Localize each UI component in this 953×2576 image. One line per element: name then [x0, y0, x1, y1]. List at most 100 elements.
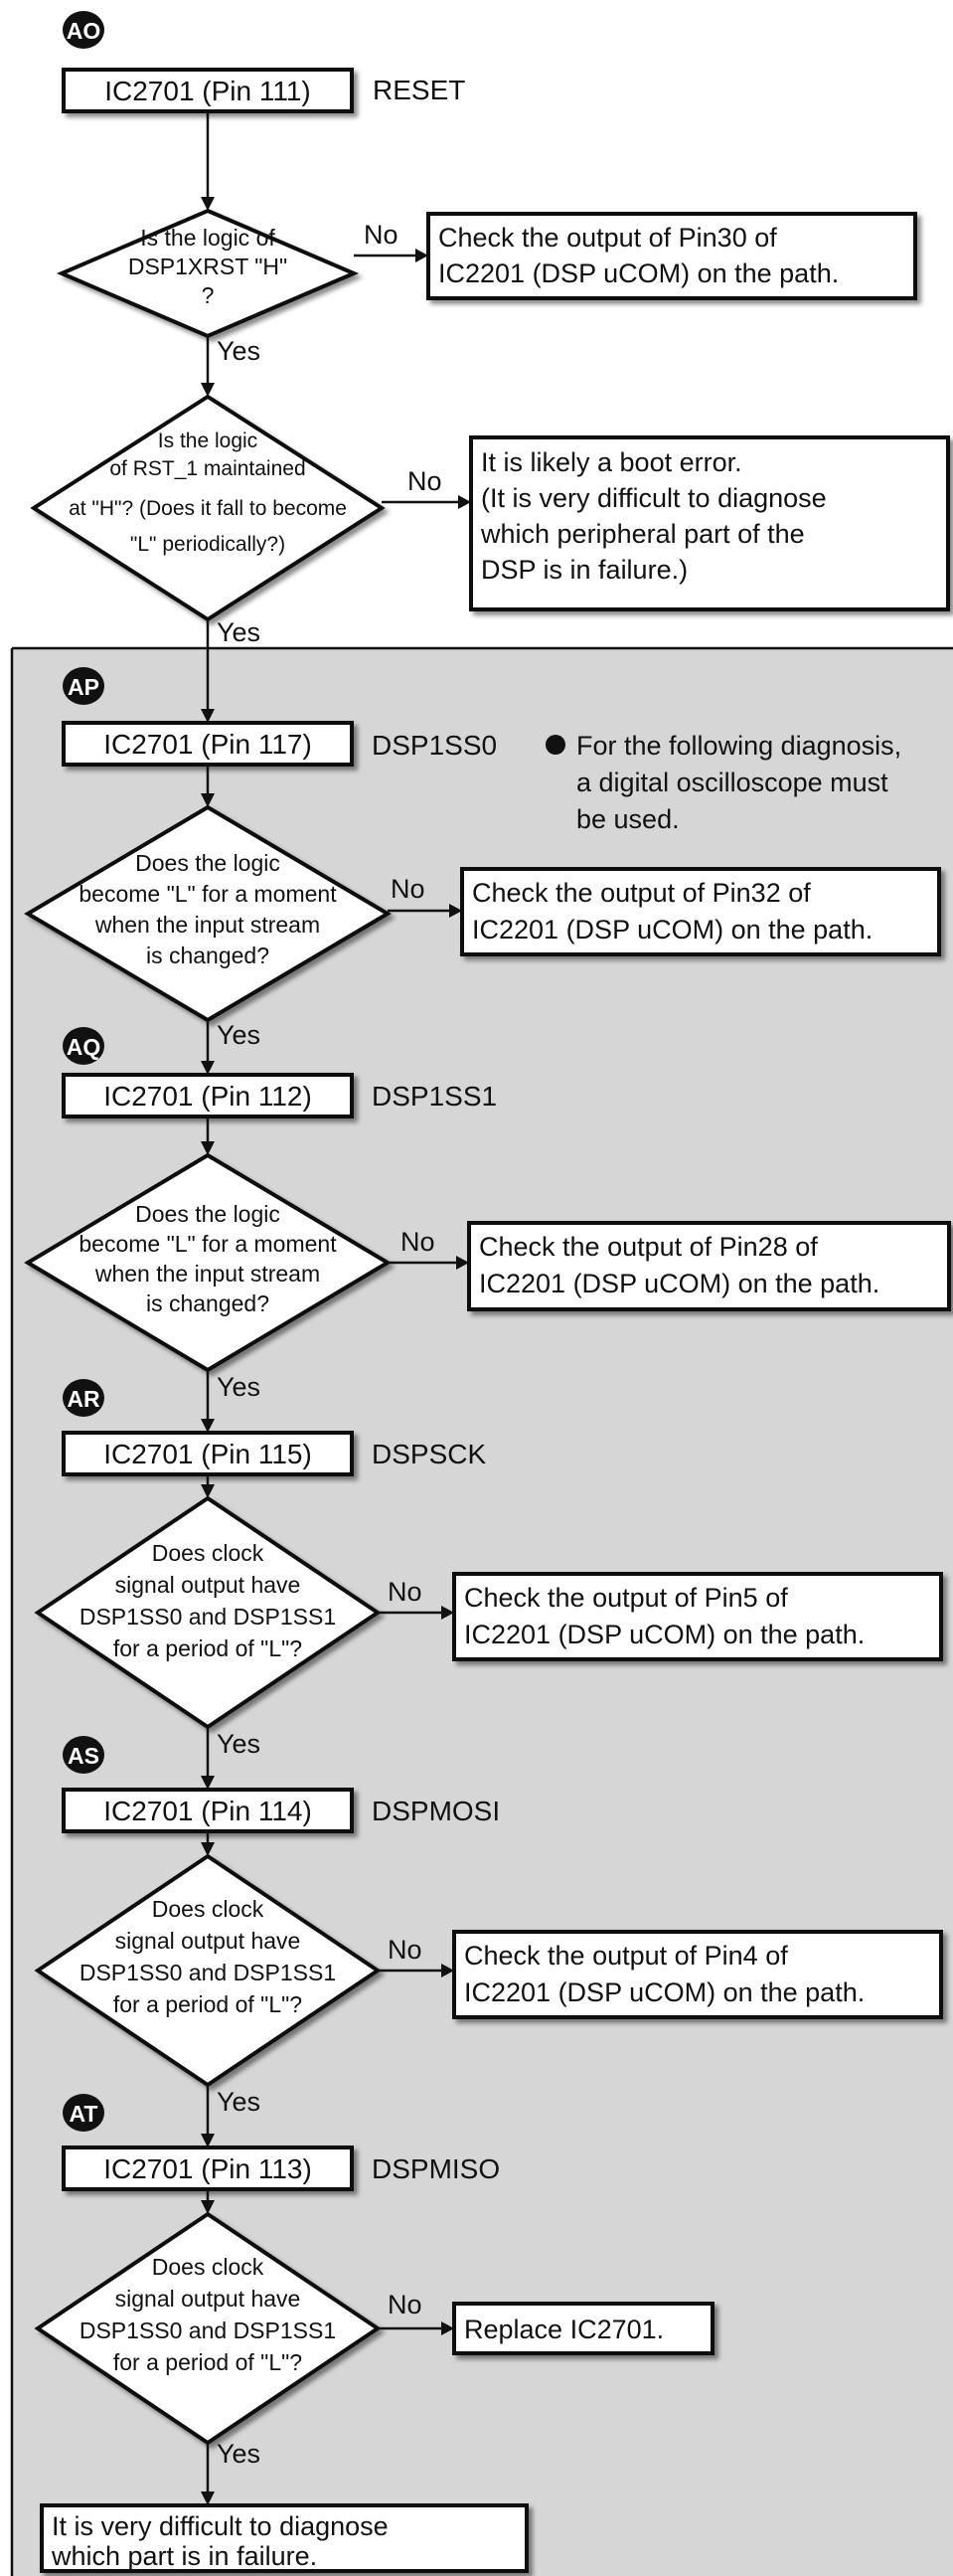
svg-text:AO: AO: [67, 18, 101, 44]
svg-text:Does the logic: Does the logic: [135, 1201, 280, 1227]
pin-box-ap: [62, 721, 354, 767]
svg-text:DSP1SS0 and DSP1SS1: DSP1SS0 and DSP1SS1: [79, 1604, 336, 1630]
pin-label-as: IC2701 (Pin 114): [103, 1796, 312, 1826]
svg-text:for a period of "L"?: for a period of "L"?: [113, 2349, 302, 2375]
note-line2: a digital oscilloscope must: [576, 768, 888, 797]
svg-text:at "H"? (Does it fall to becom: at "H"? (Does it fall to become: [69, 497, 347, 520]
signal-label-at: DSPMISO: [372, 2153, 500, 2184]
action-at-line1: Replace IC2701.: [464, 2315, 664, 2344]
svg-text:when the input stream: when the input stream: [94, 912, 320, 938]
signal-label-aq: DSP1SS1: [372, 1081, 497, 1112]
badge-aq: AQ: [63, 1027, 104, 1065]
signal-label-ap: DSP1SS0: [372, 730, 497, 761]
signal-label-as: DSPMOSI: [372, 1796, 500, 1826]
action-ar-line2: IC2201 (DSP uCOM) on the path.: [464, 1620, 865, 1649]
svg-text:for a period of "L"?: for a period of "L"?: [113, 1635, 302, 1661]
svg-text:become "L" for a moment: become "L" for a moment: [79, 881, 337, 907]
yes-label-ar: Yes: [217, 1729, 260, 1759]
pin-box-aq: [62, 1073, 354, 1118]
bullet-icon: [546, 735, 565, 755]
svg-text:signal output have: signal output have: [115, 1572, 301, 1598]
note-line1: For the following diagnosis,: [576, 731, 901, 761]
action-box-as: [452, 1930, 943, 2019]
pin-box-as: [62, 1788, 354, 1833]
action-aq-line1: Check the output of Pin28 of: [479, 1232, 818, 1262]
action-box-ap: [460, 867, 941, 956]
action-ao-1-line2: IC2201 (DSP uCOM) on the path.: [438, 258, 839, 288]
svg-text:become "L" for a moment: become "L" for a moment: [79, 1231, 337, 1257]
no-label-ao-1: No: [364, 220, 398, 250]
action-box-aq: [467, 1221, 951, 1311]
svg-text:signal output have: signal output have: [115, 2286, 301, 2312]
svg-text:Does clock: Does clock: [152, 2254, 264, 2280]
svg-text:?: ?: [202, 282, 215, 308]
svg-text:signal output have: signal output have: [115, 1928, 301, 1954]
decision-ao-2-text: Is the logic of RST_1 maintained at "H"?…: [69, 429, 347, 556]
action-box-at: [452, 2302, 715, 2355]
pin-label-at: IC2701 (Pin 113): [103, 2153, 312, 2184]
yes-label-ao-1: Yes: [217, 336, 260, 366]
svg-text:"L" periodically?): "L" periodically?): [130, 533, 285, 556]
svg-text:Does clock: Does clock: [152, 1896, 264, 1922]
yes-label-at: Yes: [217, 2439, 260, 2469]
svg-text:AS: AS: [68, 1743, 99, 1769]
decision-as-text: Does clock signal output have DSP1SS0 an…: [79, 1896, 336, 2017]
svg-text:of RST_1 maintained: of RST_1 maintained: [109, 457, 305, 480]
badge-at: AT: [63, 2094, 104, 2132]
pin-label-aq: IC2701 (Pin 112): [103, 1081, 312, 1112]
svg-text:Does the logic: Does the logic: [135, 850, 280, 876]
svg-text:AP: AP: [68, 674, 99, 700]
decision-ap-text: Does the logic become "L" for a moment w…: [79, 850, 337, 968]
action-aq-line2: IC2201 (DSP uCOM) on the path.: [479, 1269, 879, 1298]
action-ao-2-line2: (It is very difficult to diagnose: [481, 483, 827, 513]
final-box: [40, 2503, 529, 2573]
action-as-line2: IC2201 (DSP uCOM) on the path.: [464, 1977, 865, 2007]
svg-text:when the input stream: when the input stream: [94, 1261, 320, 1287]
svg-text:for a period of "L"?: for a period of "L"?: [113, 1991, 302, 2017]
svg-text:AQ: AQ: [67, 1034, 101, 1060]
action-box-ao-1: [426, 212, 917, 300]
no-label-ar: No: [388, 1577, 422, 1607]
decision-aq-text: Does the logic become "L" for a moment w…: [79, 1201, 337, 1316]
badge-ar: AR: [63, 1379, 104, 1417]
yes-label-ao-2: Yes: [217, 617, 260, 647]
no-label-at: No: [388, 2290, 422, 2319]
pin-label-ar: IC2701 (Pin 115): [103, 1439, 312, 1469]
action-ao-2-line3: which peripheral part of the: [480, 519, 805, 549]
svg-text:Is the logic of: Is the logic of: [140, 225, 275, 251]
final-line2: which part is in failure.: [51, 2541, 317, 2571]
svg-text:AT: AT: [70, 2101, 98, 2127]
svg-text:is changed?: is changed?: [146, 1290, 269, 1316]
svg-text:DSP1SS0 and DSP1SS1: DSP1SS0 and DSP1SS1: [79, 1960, 336, 1985]
svg-text:DSP1SS0 and DSP1SS1: DSP1SS0 and DSP1SS1: [79, 2318, 336, 2343]
action-ap-line1: Check the output of Pin32 of: [472, 878, 811, 908]
signal-label-ar: DSPSCK: [372, 1439, 486, 1469]
yes-label-as: Yes: [217, 2087, 260, 2117]
badge-ao: AO: [63, 11, 104, 49]
pin-box-ao: [62, 68, 354, 113]
svg-text:AR: AR: [67, 1386, 100, 1412]
pin-label-ao: IC2701 (Pin 111): [104, 76, 311, 106]
svg-text:Is the logic: Is the logic: [158, 429, 257, 452]
note-line3: be used.: [576, 804, 680, 834]
no-label-ao-2: No: [407, 466, 442, 496]
pin-box-at: [62, 2146, 354, 2191]
action-box-ao-2: [469, 435, 950, 611]
action-ao-1-line1: Check the output of Pin30 of: [438, 223, 777, 253]
svg-text:Does clock: Does clock: [152, 1540, 264, 1566]
action-ao-2-line4: DSP is in failure.): [481, 555, 688, 585]
yes-label-aq: Yes: [217, 1372, 260, 1402]
svg-text:DSP1XRST "H": DSP1XRST "H": [128, 254, 287, 279]
decision-ar-text: Does clock signal output have DSP1SS0 an…: [79, 1540, 336, 1661]
action-ar-line1: Check the output of Pin5 of: [464, 1583, 788, 1613]
no-label-ap: No: [391, 874, 425, 904]
badge-as: AS: [63, 1736, 104, 1774]
no-label-aq: No: [400, 1227, 435, 1257]
badge-ap: AP: [63, 667, 104, 705]
no-label-as: No: [388, 1935, 422, 1965]
final-line1: It is very difficult to diagnose: [52, 2511, 389, 2541]
action-box-ar: [452, 1572, 943, 1661]
action-ap-line2: IC2201 (DSP uCOM) on the path.: [472, 915, 873, 945]
decision-ao-1-text: Is the logic of DSP1XRST "H" ?: [128, 225, 287, 308]
